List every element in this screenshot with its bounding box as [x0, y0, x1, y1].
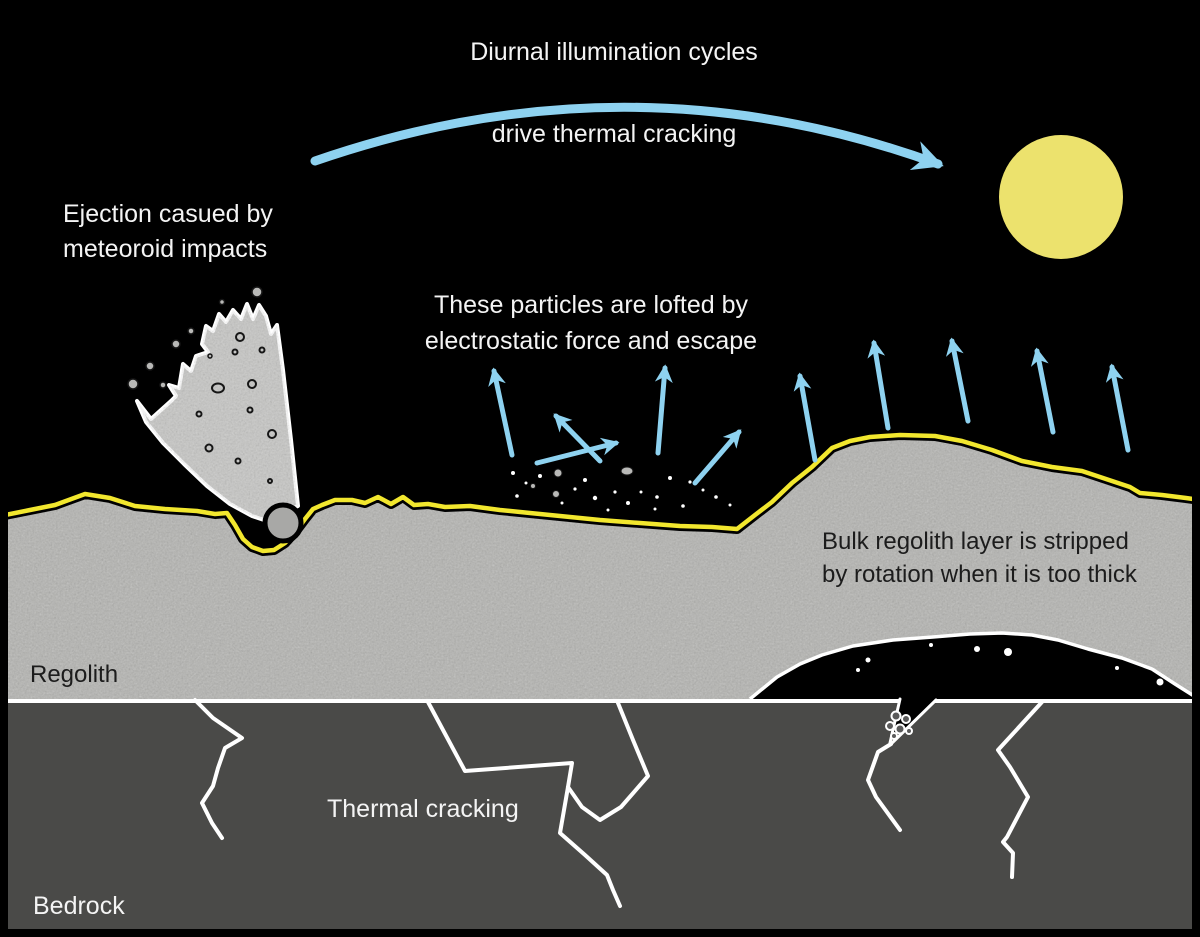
- lofted-grains-small: [511, 471, 732, 512]
- label-lofted-line1: These particles are lofted by: [434, 291, 749, 319]
- lofted-particles: [511, 466, 732, 512]
- crack-center-branch: [566, 701, 650, 822]
- label-diurnal-line1: Diurnal illumination cycles: [470, 38, 758, 66]
- loft-arrow-1: [488, 367, 515, 458]
- loft-arrow-5: [692, 429, 742, 486]
- crack-left: [193, 698, 244, 840]
- pebble-funnel: [885, 697, 938, 746]
- label-diurnal-line2: drive thermal cracking: [492, 120, 737, 148]
- electrostatic-lofting-arrows: [488, 337, 1131, 486]
- crack-right: [996, 700, 1044, 879]
- loft-arrow-2: [534, 437, 620, 466]
- label-stripped-line1: Bulk regolith layer is stripped: [822, 528, 1129, 555]
- surface-line: [0, 430, 1200, 556]
- lens-outline: [748, 631, 1200, 701]
- label-regolith: Regolith: [30, 661, 118, 688]
- lofted-grains-large: [530, 466, 634, 498]
- crack-center-main: [426, 700, 622, 908]
- label-ejection-line1: Ejection casued by: [63, 200, 273, 228]
- loft-arrow-4: [654, 364, 673, 456]
- escape-arrow-5: [1105, 363, 1131, 453]
- escape-arrow-4: [1030, 347, 1056, 435]
- loft-arrow-3: [553, 413, 603, 464]
- label-ejection-line2: meteoroid impacts: [63, 235, 267, 263]
- label-bedrock: Bedrock: [33, 892, 125, 920]
- label-stripped-line2: by rotation when it is too thick: [822, 561, 1138, 588]
- surface-line-yellow: [0, 432, 1200, 554]
- stripped-void-lens: [748, 631, 1200, 703]
- impactor: [262, 502, 304, 544]
- escape-arrow-1: [793, 372, 818, 463]
- sun-icon: [999, 135, 1123, 259]
- thermal-cracks: [193, 698, 1044, 908]
- crack-under-funnel: [866, 742, 902, 832]
- illumination-arc-arrow: [310, 102, 944, 171]
- label-lofted-line2: electrostatic force and escape: [425, 327, 757, 355]
- lens-dust-particles: [856, 643, 1164, 686]
- escape-arrow-3: [945, 337, 971, 424]
- label-thermal-cracking: Thermal cracking: [327, 795, 519, 823]
- funnel-pebbles: [885, 710, 913, 740]
- cone-clast-outlines: [195, 332, 277, 484]
- escape-arrow-2: [867, 339, 891, 431]
- flying-debris: [127, 286, 263, 390]
